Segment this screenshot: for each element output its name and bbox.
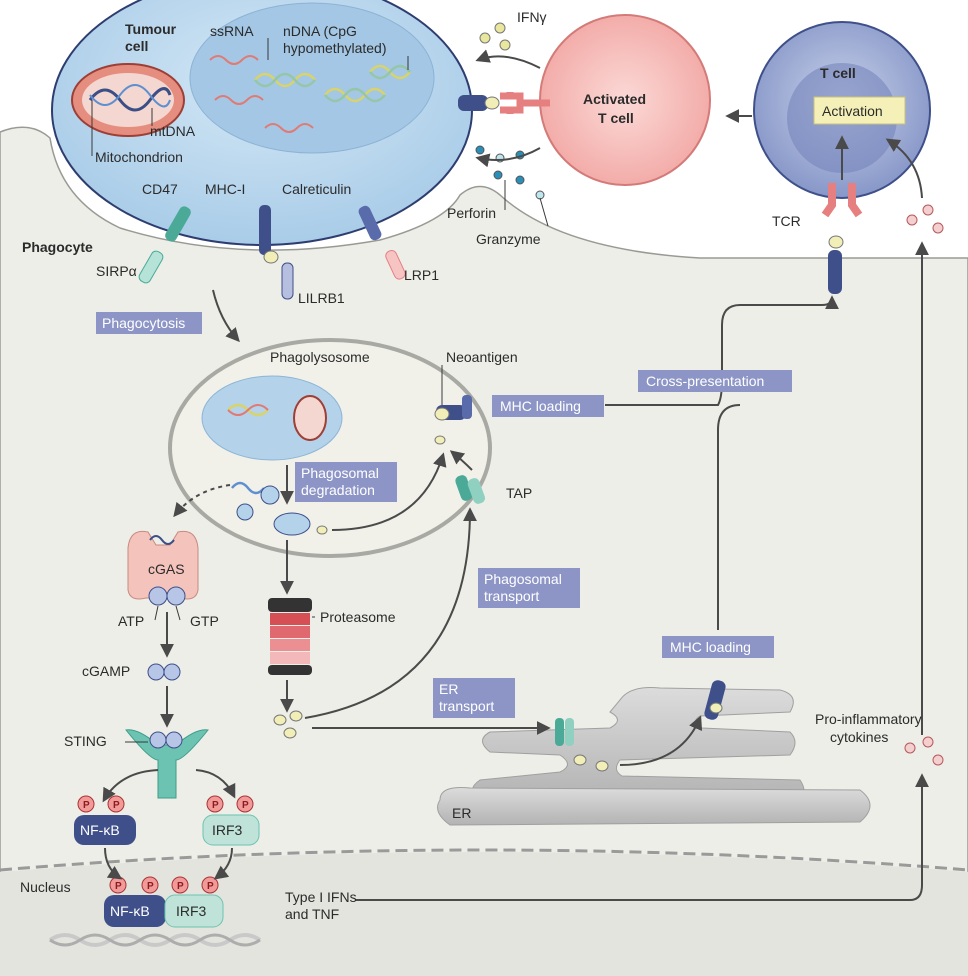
label-mitochondrion: Mitochondrion <box>95 149 183 165</box>
tag-mhc-loading-2: MHC loading <box>670 639 751 655</box>
label-nfkb-cytoplasm: NF-κB <box>80 822 120 838</box>
label-cgamp: cGAMP <box>82 663 130 679</box>
label-sting: STING <box>64 733 107 749</box>
mhc-i-receptor <box>259 205 271 255</box>
label-activation: Activation <box>822 103 883 119</box>
label-nucleus: Nucleus <box>20 879 71 895</box>
label-sirpa: SIRPα <box>96 263 137 279</box>
phospho-label: P <box>177 881 184 892</box>
label-ifn-gamma: IFNγ <box>517 9 547 25</box>
label-ssrna: ssRNA <box>210 23 254 39</box>
phagocyte-cytoplasm <box>0 126 968 976</box>
phospho-label: P <box>113 800 120 811</box>
phospho-label: P <box>115 881 122 892</box>
label-mtdna: mtDNA <box>150 123 196 139</box>
perforin-arrow <box>475 147 541 168</box>
phospho-label: P <box>83 800 90 811</box>
label-perforin: Perforin <box>447 205 496 221</box>
label-cd47: CD47 <box>142 181 178 197</box>
label-tcr: TCR <box>772 213 801 229</box>
label-granzyme: Granzyme <box>476 231 541 247</box>
tag-mhc-loading-1: MHC loading <box>500 398 581 414</box>
tag-cross-presentation: Cross-presentation <box>646 373 764 389</box>
lilrb1-receptor <box>281 262 294 300</box>
er-tap <box>555 718 564 746</box>
ssrna-strands <box>209 55 314 133</box>
label-leaders <box>91 38 549 743</box>
tag-phagocytosis: Phagocytosis <box>102 315 185 331</box>
cytokine-dots <box>904 204 944 766</box>
label-atp: ATP <box>118 613 144 629</box>
label-phagolysosome: Phagolysosome <box>270 349 370 365</box>
label-tap: TAP <box>506 485 532 501</box>
cd47-receptor <box>165 206 191 242</box>
cgamp-molecule <box>147 663 165 681</box>
irf3-nucleus <box>164 894 224 928</box>
peptides <box>273 710 303 739</box>
nfkb-nucleus <box>104 895 166 927</box>
tags <box>96 312 792 718</box>
label-irf3-nucleus: IRF3 <box>176 903 207 919</box>
label-cgas: cGAS <box>148 561 185 577</box>
cgas-enzyme <box>127 530 199 600</box>
label-neoantigen: Neoantigen <box>446 349 518 365</box>
phospho-label: P <box>242 800 249 811</box>
label-mhc-i: MHC-I <box>205 181 245 197</box>
nuclear-dna <box>48 933 262 947</box>
endoplasmic-reticulum <box>472 687 805 801</box>
label-irf3-cytoplasm: IRF3 <box>212 822 243 838</box>
mtdna-helix <box>88 87 172 112</box>
label-nfkb-nucleus: NF-κB <box>110 903 150 919</box>
calreticulin-receptor <box>358 205 382 241</box>
label-lilrb1: LILRB1 <box>298 290 345 306</box>
er-mhc <box>704 680 726 720</box>
sirpa-receptor <box>138 250 164 284</box>
lrp1-receptor <box>385 250 406 280</box>
label-proteasome: Proteasome <box>320 609 396 625</box>
ifn-arrow <box>475 49 541 69</box>
phospho-label: P <box>207 881 214 892</box>
ifn-gamma-dots <box>479 22 511 51</box>
irf3-cytoplasm <box>202 814 260 846</box>
ndna-helices <box>254 64 411 103</box>
label-calreticulin: Calreticulin <box>282 181 351 197</box>
phospho-label: P <box>212 800 219 811</box>
proteasome-complex <box>268 598 312 675</box>
label-phagocyte: Phagocyte <box>22 239 93 255</box>
activated-tcr <box>500 92 550 114</box>
tap-transporter <box>455 475 486 504</box>
nfkb-cytoplasm <box>74 815 136 845</box>
phagocyte-mhc-tcr <box>828 250 842 294</box>
phospho-label: P <box>147 881 154 892</box>
label-lrp1: LRP1 <box>404 267 439 283</box>
activation-box <box>813 96 906 125</box>
label-gtp: GTP <box>190 613 219 629</box>
tcr-receptor <box>821 183 863 218</box>
label-t-cell: T cell <box>820 65 856 81</box>
er-lower <box>437 787 871 826</box>
label-er: ER <box>452 805 471 821</box>
tumour-mhc-synapse <box>458 95 488 111</box>
pathway-arrows <box>102 135 929 901</box>
